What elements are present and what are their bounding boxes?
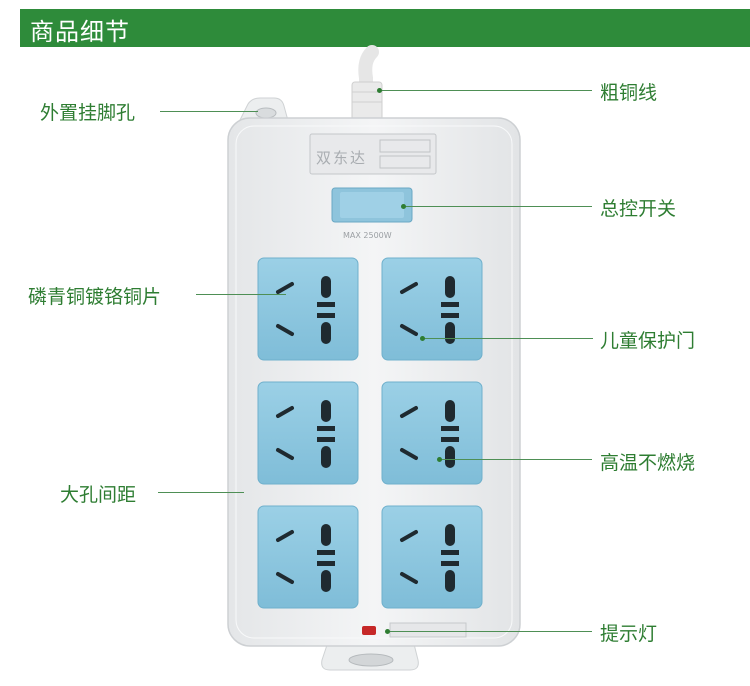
header-bar	[20, 9, 750, 47]
pin-slot-left-bottom	[400, 448, 418, 460]
indicator-lamp	[362, 626, 376, 635]
label-hole-spacing: 大孔间距	[60, 484, 137, 506]
brand-plate	[309, 133, 437, 175]
callout-line-hole-spacing	[158, 492, 244, 493]
label-master-switch: 总控开关	[600, 198, 677, 220]
socket-panel	[381, 381, 483, 485]
callout-dot-fireproof	[437, 457, 442, 462]
pin-slot-left-top	[400, 530, 418, 542]
pin-slot-left-top	[276, 530, 294, 542]
pin-slot-left-bottom	[276, 448, 294, 460]
earth-slot	[445, 276, 455, 298]
round-slot	[445, 322, 455, 344]
flat-slot-bottom	[317, 561, 335, 566]
callout-dot-child-door	[420, 336, 425, 341]
callout-line-copper-wire	[380, 90, 592, 91]
earth-slot	[321, 524, 331, 546]
pin-slot-left-top	[400, 406, 418, 418]
callout-dot-master-switch	[401, 204, 406, 209]
callout-line-child-door	[423, 338, 593, 339]
section-header: 商品细节	[0, 0, 750, 52]
flat-slot-top	[317, 302, 335, 307]
bottom-badge	[389, 622, 467, 638]
round-slot	[445, 570, 455, 592]
flat-slot-top	[317, 550, 335, 555]
label-copper-wire: 粗铜线	[600, 82, 658, 104]
switch-rating: MAX 2500W	[343, 231, 392, 240]
pin-slot-left-top	[276, 406, 294, 418]
round-slot	[321, 322, 331, 344]
flat-slot-top	[441, 426, 459, 431]
power-cord	[358, 45, 379, 97]
flat-slot-bottom	[441, 437, 459, 442]
label-copper-plate: 磷青铜镀铬铜片	[28, 286, 162, 308]
flat-slot-bottom	[441, 313, 459, 318]
flat-slot-top	[317, 426, 335, 431]
callout-dot-copper-wire	[377, 88, 382, 93]
pin-slot-left-bottom	[400, 324, 418, 336]
round-slot	[321, 446, 331, 468]
hanging-hole	[255, 107, 277, 119]
socket-panel	[257, 505, 359, 609]
pin-slot-left-bottom	[276, 572, 294, 584]
callout-line-hanging-hole	[160, 111, 258, 112]
pin-slot-left-top	[400, 282, 418, 294]
callout-line-master-switch	[404, 206, 592, 207]
callout-line-indicator	[388, 631, 592, 632]
earth-slot	[445, 524, 455, 546]
label-child-door: 儿童保护门	[600, 330, 696, 352]
earth-slot	[445, 400, 455, 422]
brand-text: 双东达	[316, 149, 367, 167]
label-fireproof: 高温不燃烧	[600, 452, 696, 474]
socket-panel	[381, 505, 483, 609]
callout-line-copper-plate	[196, 294, 286, 295]
flat-slot-bottom	[441, 561, 459, 566]
label-hanging-hole: 外置挂脚孔	[40, 102, 136, 124]
pin-slot-left-bottom	[276, 324, 294, 336]
socket-panel	[381, 257, 483, 361]
callout-line-fireproof	[440, 459, 592, 460]
socket-panel	[257, 257, 359, 361]
round-slot	[321, 570, 331, 592]
earth-slot	[321, 400, 331, 422]
callout-dot-indicator	[385, 629, 390, 634]
round-slot	[445, 446, 455, 468]
socket-panel	[257, 381, 359, 485]
flat-slot-bottom	[317, 313, 335, 318]
pin-slot-left-bottom	[400, 572, 418, 584]
header-title: 商品细节	[30, 18, 130, 46]
label-indicator: 提示灯	[600, 623, 658, 645]
flat-slot-top	[441, 550, 459, 555]
pin-slot-left-top	[276, 282, 294, 294]
earth-slot	[321, 276, 331, 298]
flat-slot-top	[441, 302, 459, 307]
flat-slot-bottom	[317, 437, 335, 442]
